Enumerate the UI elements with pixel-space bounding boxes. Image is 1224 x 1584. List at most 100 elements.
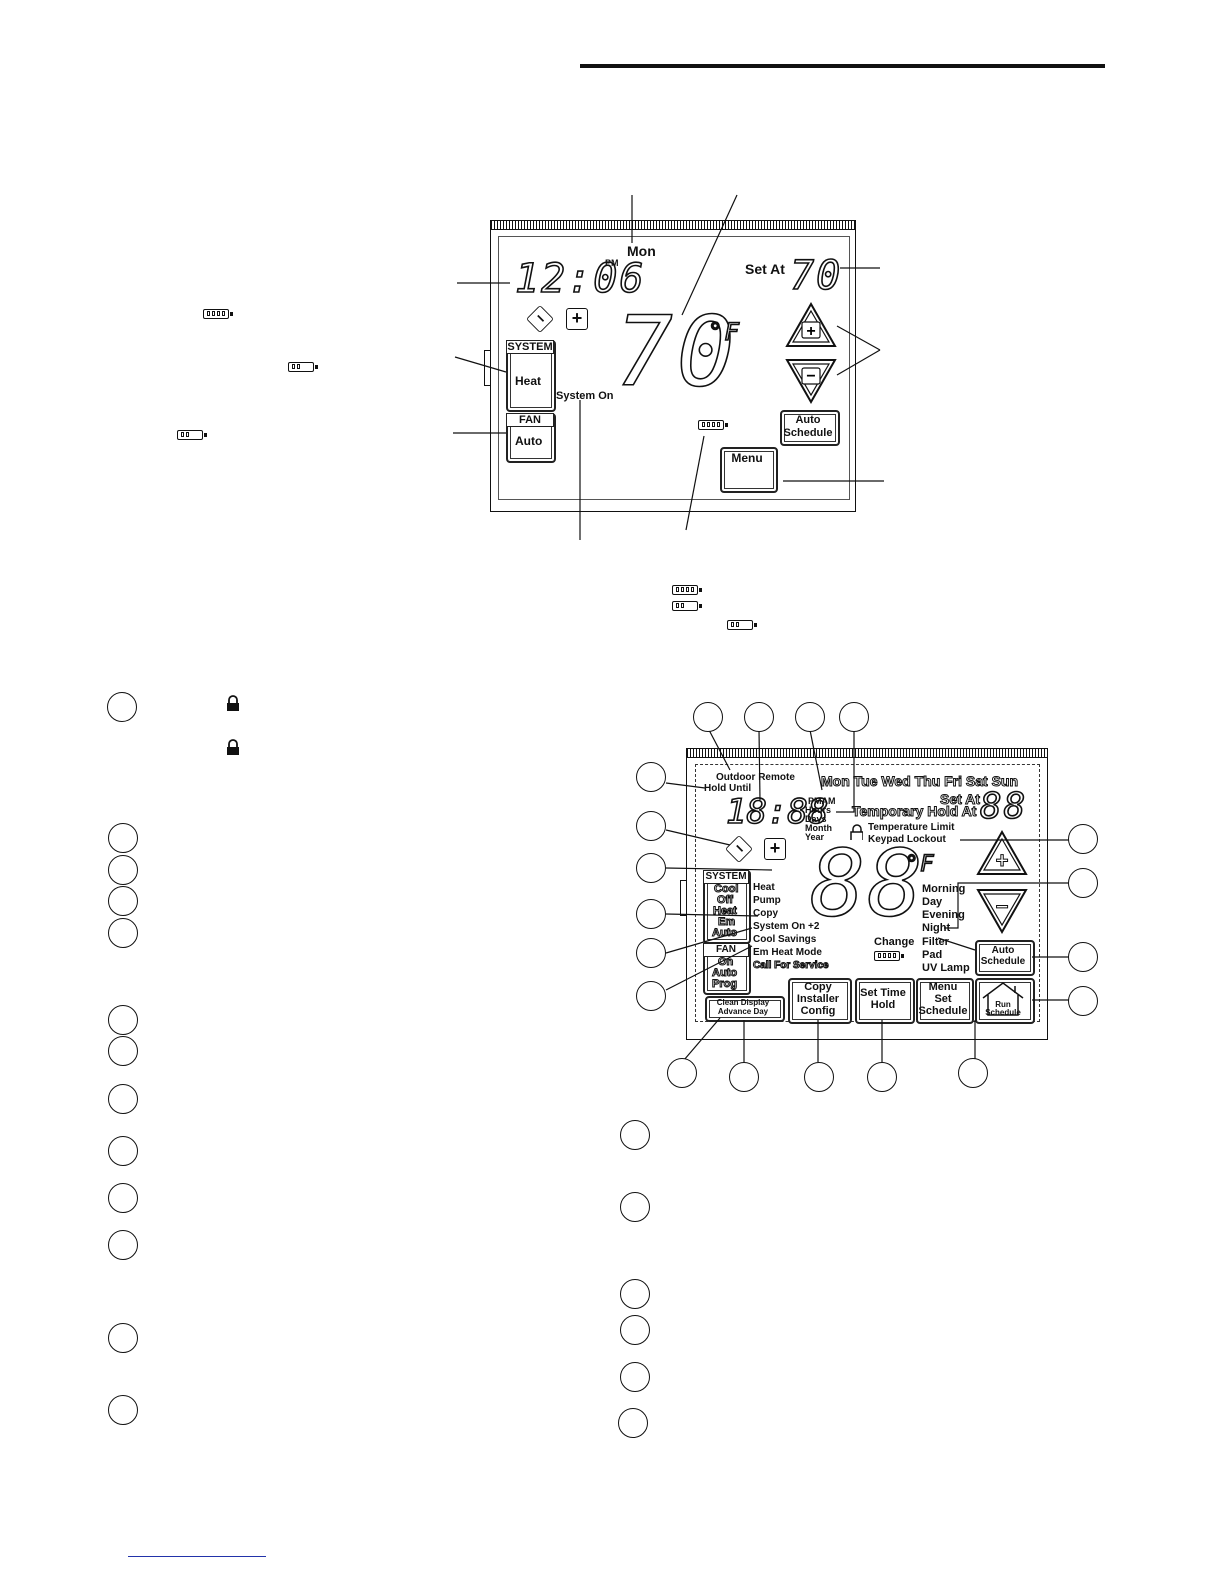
- callout-circle: [958, 1058, 988, 1088]
- system-mode-off: Off: [717, 894, 734, 906]
- callout-circle: [636, 853, 666, 883]
- callout-circle: [744, 702, 774, 732]
- callout-circle: [636, 762, 666, 792]
- list-callout-circle: [108, 855, 138, 885]
- temp-up-button-2[interactable]: +: [976, 830, 1028, 876]
- callout-circle: [867, 1062, 897, 1092]
- menu-button-label: Menu: [731, 451, 763, 465]
- unit-month: Month: [805, 823, 832, 833]
- callout-circle: [1068, 986, 1098, 1016]
- battery-full-icon: [672, 585, 702, 595]
- list-callout-circle: [108, 1084, 138, 1114]
- battery-half-icon: [177, 430, 207, 440]
- set-at-value: 70: [789, 252, 843, 300]
- status-copy: Copy: [753, 908, 778, 919]
- callout-circle: [795, 702, 825, 732]
- status-call-for-service: Call For Service: [753, 960, 830, 971]
- callout-circle: [729, 1062, 759, 1092]
- lock-icon: [227, 695, 239, 711]
- callout-circle: [667, 1058, 697, 1088]
- list-callout-circle: [108, 823, 138, 853]
- period-evening: Evening: [922, 909, 965, 921]
- set-at-label-2: Set At: [940, 791, 981, 807]
- hold-until-label: Hold Until: [704, 783, 752, 794]
- house-icon: [982, 982, 1024, 1016]
- list-callout-circle: [108, 1395, 138, 1425]
- fan-mode-on: On: [717, 956, 734, 968]
- temp-down-button-2[interactable]: −: [976, 888, 1028, 934]
- outdoor-remote-label: Outdoor Remote: [716, 772, 795, 783]
- list-callout-circle: [108, 918, 138, 948]
- auto-schedule-label-2: Schedule: [783, 427, 833, 439]
- list-callout-circle: [108, 1136, 138, 1166]
- system-mode-heat: Heat: [713, 905, 738, 917]
- auto-schedule-2-label-2: Schedule: [980, 956, 1026, 967]
- svg-text:+: +: [996, 848, 1009, 873]
- callout-circle: [1068, 942, 1098, 972]
- clock-display: 12:06: [514, 255, 646, 303]
- battery-full-icon: [874, 951, 904, 961]
- list-callout-circle: [108, 1323, 138, 1353]
- svg-text:+: +: [806, 323, 815, 340]
- battery-full-icon: [203, 309, 233, 319]
- day-label: Mon: [627, 243, 656, 259]
- menu-label-2: Menu: [928, 981, 958, 993]
- system-header: SYSTEM: [506, 340, 554, 354]
- callout-circle: [636, 938, 666, 968]
- list-callout-circle: [108, 1230, 138, 1260]
- lock-icon: [227, 739, 239, 755]
- auto-schedule-label-1: Auto: [795, 414, 821, 426]
- unit-pmam: PMAM: [808, 796, 836, 806]
- clock-pm: PM: [605, 258, 619, 268]
- period-morning: Morning: [922, 883, 966, 895]
- thermostat-display-2: [686, 748, 1048, 1040]
- auto-schedule-button-2[interactable]: [975, 940, 1035, 976]
- run-schedule-label: Schedule: [985, 1008, 1021, 1017]
- installer-label: Installer: [796, 993, 840, 1005]
- menu-button[interactable]: [720, 447, 778, 493]
- thermostat-display-1: [490, 220, 856, 512]
- temperature-limit-label: Temperature Limit: [868, 822, 955, 833]
- callout-circle: [693, 702, 723, 732]
- period-night: Night: [922, 922, 951, 934]
- days-of-week: Mon Tue Wed Thu Fri Sat Sun: [820, 773, 1019, 789]
- display-2-side-tab: [680, 880, 687, 916]
- set-time-label: Set Time: [860, 987, 906, 999]
- battery-half-icon: [672, 601, 702, 611]
- auto-schedule-2-label-1: Auto: [991, 945, 1015, 956]
- degree-unit-2: °F: [904, 851, 936, 878]
- battery-half-icon: [727, 620, 757, 630]
- run-schedule-button[interactable]: [975, 978, 1035, 1024]
- callout-circle: [636, 899, 666, 929]
- temp-up-button[interactable]: +: [785, 302, 837, 348]
- list-callout-circle: [107, 692, 137, 722]
- hold-label: Hold: [870, 999, 896, 1011]
- display-1-top-ruler: [491, 221, 855, 230]
- list-callout-circle: [620, 1279, 650, 1309]
- footer-link-underline[interactable]: [128, 1556, 266, 1557]
- degree-unit: °F: [707, 317, 741, 347]
- callout-circle: [839, 702, 869, 732]
- clean-display-button[interactable]: [705, 996, 785, 1022]
- config-label: Config: [800, 1005, 836, 1017]
- copy-installer-config-button[interactable]: [788, 978, 852, 1024]
- fan-header: FAN: [506, 413, 554, 427]
- unit-days: Days: [805, 814, 827, 824]
- set-time-hold-button[interactable]: [855, 978, 915, 1024]
- temp-down-button[interactable]: −: [785, 358, 837, 404]
- auto-schedule-button[interactable]: [780, 410, 840, 446]
- period-day: Day: [922, 896, 943, 908]
- plus-button[interactable]: +: [566, 308, 588, 330]
- run-label: Run: [995, 1000, 1011, 1009]
- list-callout-circle: [108, 1036, 138, 1066]
- menu-set-schedule-button[interactable]: [916, 978, 974, 1024]
- uv-lamp-label: UV Lamp: [922, 962, 970, 974]
- system-on-indicator: System On: [556, 390, 614, 402]
- plus-button-2[interactable]: +: [764, 838, 786, 860]
- set-label: Set: [934, 993, 952, 1005]
- advance-day-label: Advance Day: [717, 1007, 769, 1016]
- set-at-value-2: 88: [979, 785, 1028, 828]
- room-temperature: 70: [614, 295, 739, 409]
- unit-hours: Hours: [805, 805, 832, 815]
- display-1-side-tab: [484, 350, 491, 386]
